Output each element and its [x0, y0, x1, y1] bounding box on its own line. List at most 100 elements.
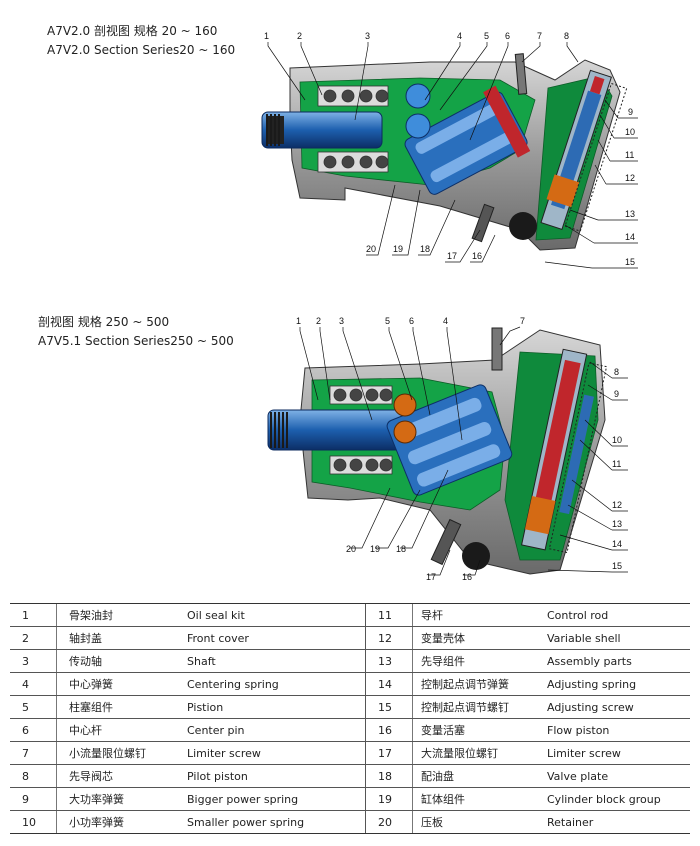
bottom-callout-numbers: 1 2 3 5 6 4 7 8 9 10 11 12 13 14 15 16 1…: [296, 316, 622, 582]
part-name-chinese: 压板: [412, 810, 539, 834]
bottom-leader-lines: [299, 326, 628, 576]
part-number: 14: [365, 672, 413, 696]
top-callout-16: 16: [472, 251, 482, 261]
part-number: 20: [365, 810, 413, 834]
top-callout-19: 19: [393, 244, 403, 254]
bottom-callout-4: 4: [443, 316, 448, 326]
bottom-callout-7: 7: [520, 316, 525, 326]
top-bearings: [317, 85, 389, 173]
bottom-spline-icon: [270, 412, 288, 448]
bottom-callout-6: 6: [409, 316, 414, 326]
part-name-chinese: 先导阀芯: [56, 764, 181, 788]
top-callout-9: 9: [628, 107, 633, 117]
top-section-diagram: 1 2 3 4 5 6 7 8 9 10 11 12 13 14 15 16 1…: [261, 31, 638, 269]
bottom-callout-16: 16: [462, 572, 472, 582]
part-name-english: Assembly parts: [539, 649, 690, 673]
part-name-chinese: 骨架油封: [56, 603, 181, 627]
top-callout-2: 2: [297, 31, 302, 41]
part-name-english: Limiter screw: [181, 741, 366, 765]
bottom-callout-17: 17: [426, 572, 436, 582]
part-name-chinese: 控制起点调节螺钉: [412, 695, 539, 719]
part-number: 10: [10, 810, 57, 834]
top-callout-4: 4: [457, 31, 462, 41]
top-caption-line-1: A7V2.0 剖视图 规格 20 ~ 160: [47, 24, 218, 38]
bottom-callout-20: 20: [346, 544, 356, 554]
bottom-caption-line-2: A7V5.1 Section Series250 ~ 500: [38, 334, 234, 348]
part-name-chinese: 先导组件: [412, 649, 539, 673]
part-name-chinese: 轴封盖: [56, 626, 181, 650]
part-number: 18: [365, 764, 413, 788]
part-number: 6: [10, 718, 57, 742]
top-callout-17: 17: [447, 251, 457, 261]
part-name-english: Pilot piston: [181, 764, 366, 788]
part-name-chinese: 柱塞组件: [56, 695, 181, 719]
top-callout-20: 20: [366, 244, 376, 254]
part-name-english: Centering spring: [181, 672, 366, 696]
part-name-english: Shaft: [181, 649, 366, 673]
top-callout-1: 1: [264, 31, 269, 41]
part-number: 5: [10, 695, 57, 719]
top-callout-6: 6: [505, 31, 510, 41]
part-name-english: Adjusting spring: [539, 672, 690, 696]
top-callout-13: 13: [625, 209, 635, 219]
part-number: 15: [365, 695, 413, 719]
top-cylinder-block: [404, 85, 531, 195]
part-name-chinese: 控制起点调节弹簧: [412, 672, 539, 696]
top-callout-18: 18: [420, 244, 430, 254]
part-name-chinese: 传动轴: [56, 649, 181, 673]
top-callout-8: 8: [564, 31, 569, 41]
part-number: 7: [10, 741, 57, 765]
bottom-pump-body: [267, 327, 608, 575]
top-spline-icon: [266, 114, 280, 146]
part-number: 3: [10, 649, 57, 673]
part-name-english: Pistion: [181, 695, 366, 719]
part-name-english: Oil seal kit: [181, 603, 366, 627]
part-number: 4: [10, 672, 57, 696]
part-name-english: Limiter screw: [539, 741, 690, 765]
top-callout-7: 7: [537, 31, 542, 41]
bottom-callout-13: 13: [612, 519, 622, 529]
top-callout-5: 5: [484, 31, 489, 41]
part-number: 16: [365, 718, 413, 742]
part-name-chinese: 变量壳体: [412, 626, 539, 650]
bottom-section-diagram: 1 2 3 5 6 4 7 8 9 10 11 12 13 14 15 16 1…: [267, 316, 628, 582]
part-number: 1: [10, 603, 57, 627]
part-number: 8: [10, 764, 57, 788]
top-callout-3: 3: [365, 31, 370, 41]
part-name-english: Valve plate: [539, 764, 690, 788]
bottom-callout-12: 12: [612, 500, 622, 510]
bottom-callout-10: 10: [612, 435, 622, 445]
part-number: 2: [10, 626, 57, 650]
part-name-chinese: 大功率弹簧: [56, 787, 181, 811]
top-pump-body: [261, 53, 628, 251]
part-name-english: Cylinder block group: [539, 787, 690, 811]
bottom-control-valve: [521, 348, 608, 554]
part-name-english: Flow piston: [539, 718, 690, 742]
bottom-diagram-caption: 剖视图 规格 250 ~ 500 A7V5.1 Section Series25…: [38, 313, 234, 351]
part-number: 19: [365, 787, 413, 811]
top-callout-11: 11: [625, 150, 634, 160]
top-leader-lines: [267, 42, 638, 269]
bottom-callout-2: 2: [316, 316, 321, 326]
bottom-cylinder-block: [386, 384, 513, 496]
bottom-callout-19: 19: [370, 544, 380, 554]
bottom-callout-8: 8: [614, 367, 619, 377]
part-name-english: Variable shell: [539, 626, 690, 650]
part-name-chinese: 小流量限位螺钉: [56, 741, 181, 765]
bottom-bearings: [329, 385, 393, 475]
part-number: 17: [365, 741, 413, 765]
part-name-english: Smaller power spring: [181, 810, 366, 834]
top-callout-12: 12: [625, 173, 635, 183]
part-name-chinese: 变量活塞: [412, 718, 539, 742]
bottom-callout-5: 5: [385, 316, 390, 326]
bottom-callout-9: 9: [614, 389, 619, 399]
part-name-chinese: 配油盘: [412, 764, 539, 788]
bottom-callout-18: 18: [396, 544, 406, 554]
